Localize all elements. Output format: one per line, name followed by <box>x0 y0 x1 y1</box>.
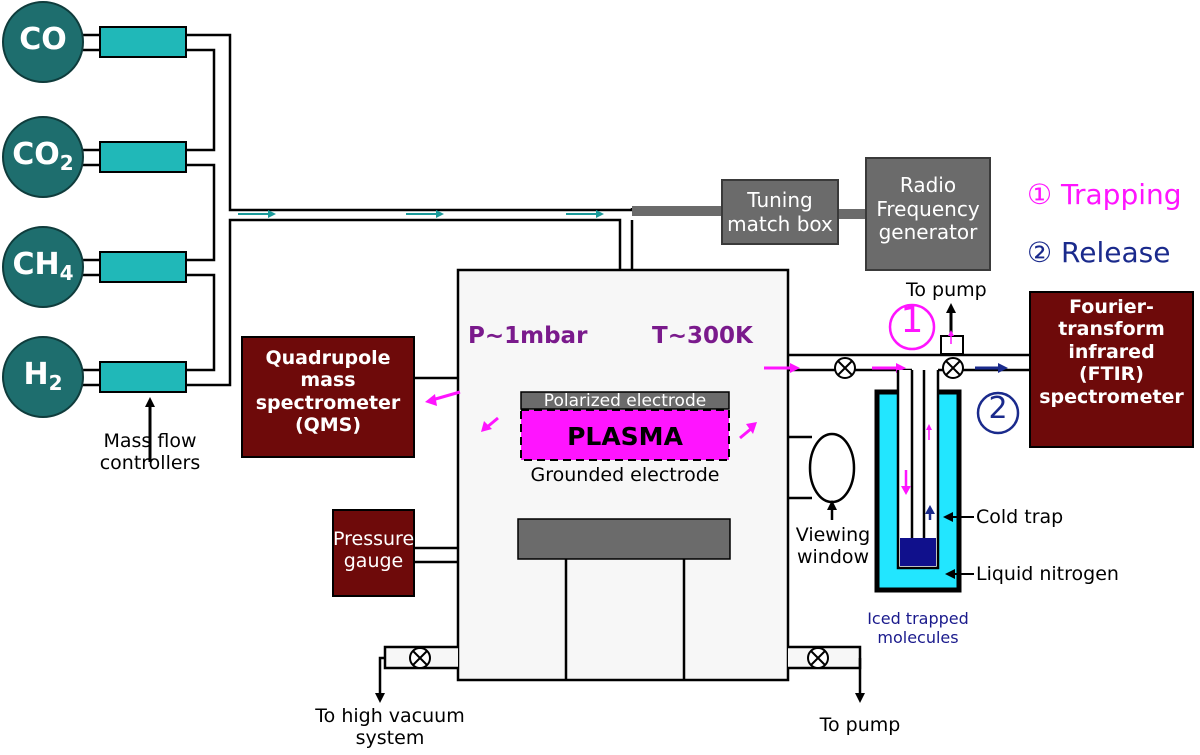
grounded-electrode-block <box>517 518 731 560</box>
gas-label-ch4: CH4 <box>12 247 74 285</box>
co-cylinder <box>2 1 84 83</box>
release-number: ② <box>1027 236 1053 269</box>
trapping-label: Trapping <box>1061 178 1182 211</box>
to-pump-top-label: To pump <box>906 279 987 301</box>
step1-circle <box>888 303 936 351</box>
trapping-number: ① <box>1027 178 1053 211</box>
vacuum-line-arrow <box>375 656 385 703</box>
step2-circle <box>976 391 1020 435</box>
valve-icons <box>409 357 964 669</box>
gas-label-co2: CO2 <box>12 137 74 175</box>
viewing-window-label: Viewing window <box>795 524 871 569</box>
ftir-box <box>1029 291 1194 448</box>
release-label: Release <box>1061 236 1171 269</box>
grounded-electrode-label: Grounded electrode <box>530 464 720 486</box>
to-pump-bottom-label: To pump <box>819 714 901 736</box>
emission-arrows <box>425 363 906 440</box>
rf-cable <box>632 206 724 216</box>
to-high-vacuum-label: To high vacuum system <box>315 705 465 750</box>
pointer-arrows <box>827 500 974 579</box>
temperature-label: T~300K <box>652 323 753 349</box>
trap-flow-arrows <box>901 330 954 520</box>
gas-cylinders <box>2 1 84 418</box>
tuning-box-label: Tuning match box <box>727 188 833 236</box>
iced-molecules <box>900 538 936 566</box>
electrode-stand <box>564 559 686 680</box>
plasma-region <box>520 409 730 461</box>
qms-box <box>241 336 415 458</box>
cold-trap-inner <box>910 370 926 540</box>
mass-flow-controllers <box>99 26 187 393</box>
trapping-legend: ① Trapping <box>1027 178 1182 211</box>
tuning-match-box <box>721 179 839 245</box>
iced-molecules-label: Iced trapped molecules <box>867 609 969 647</box>
plasma-label: PLASMA <box>567 422 683 451</box>
cold-trap-tube <box>896 370 940 570</box>
release-legend: ② Release <box>1027 236 1170 269</box>
release-arrow <box>975 363 1008 373</box>
cold-trap-label: Cold trap <box>976 506 1064 528</box>
rf-generator-label: Radio Frequency generator <box>876 173 980 245</box>
ftir-label: Fourier- transform infrared (FTIR) spect… <box>1039 296 1184 408</box>
qms-label: Quadrupole mass spectrometer (QMS) <box>255 347 401 437</box>
polarized-electrode-label: Polarized electrode <box>543 391 707 411</box>
gas-label-co: CO <box>19 22 67 57</box>
pressure-label: P~1mbar <box>468 323 588 349</box>
step1-marker: 1 <box>900 300 924 341</box>
top-pump-stub <box>940 335 964 355</box>
pressure-gauge-label: Pressure gauge <box>333 528 415 573</box>
rf-generator-box <box>865 157 991 271</box>
viewing-window-port <box>808 432 856 504</box>
gas-label-h2: H2 <box>23 357 63 395</box>
ch4-cylinder <box>2 226 84 308</box>
mass-flow-label: Mass flow controllers <box>99 430 201 475</box>
h2-cylinder <box>2 336 84 418</box>
co2-cylinder <box>2 116 84 198</box>
step2-marker: 2 <box>988 391 1008 426</box>
liquid-nitrogen-label: Liquid nitrogen <box>976 563 1119 585</box>
rf-cable-2 <box>836 209 868 219</box>
plasma-chamber <box>456 268 790 682</box>
pressure-gauge-box <box>332 509 415 597</box>
